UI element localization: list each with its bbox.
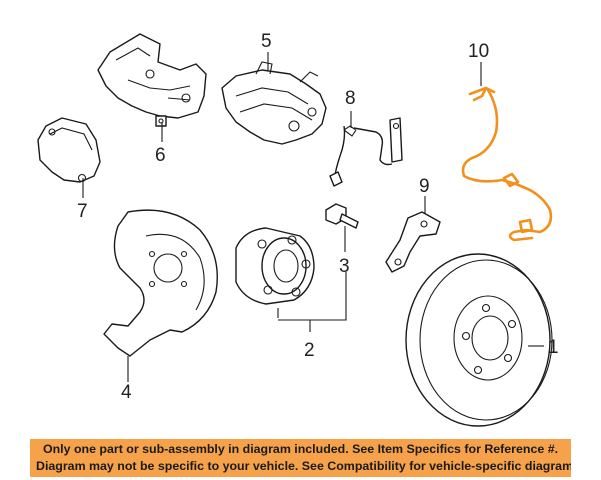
mounting-bracket-part bbox=[385, 211, 441, 273]
callout-10: 10 bbox=[468, 41, 489, 62]
brake-rotor-part bbox=[405, 253, 553, 427]
leader-lines bbox=[82, 52, 544, 382]
callout-2: 2 bbox=[304, 340, 315, 361]
brake-pad-part bbox=[37, 117, 101, 183]
disclaimer-banner: Only one part or sub-assembly in diagram… bbox=[30, 439, 571, 477]
callout-1: 1 bbox=[548, 337, 559, 358]
disclaimer-line-1: Only one part or sub-assembly in diagram… bbox=[42, 442, 559, 456]
callout-9: 9 bbox=[419, 176, 430, 197]
hub-bearing-part bbox=[235, 227, 315, 305]
callout-3: 3 bbox=[339, 256, 350, 277]
bolt-part bbox=[325, 203, 359, 229]
callout-7: 7 bbox=[77, 201, 88, 222]
callout-8: 8 bbox=[345, 88, 356, 109]
brake-assembly-diagram: 1 2 3 4 5 6 7 8 9 10 bbox=[37, 31, 559, 427]
callout-4: 4 bbox=[121, 382, 132, 403]
caliper-part bbox=[221, 61, 327, 145]
brake-hose-part bbox=[329, 117, 403, 187]
disclaimer-line-2: Diagram may not be specific to your vehi… bbox=[36, 458, 571, 473]
abs-sensor-part bbox=[461, 86, 553, 242]
callout-5: 5 bbox=[261, 31, 272, 52]
callout-6: 6 bbox=[155, 145, 166, 166]
caliper-bracket-part bbox=[97, 33, 207, 127]
dust-shield-part bbox=[103, 209, 218, 357]
